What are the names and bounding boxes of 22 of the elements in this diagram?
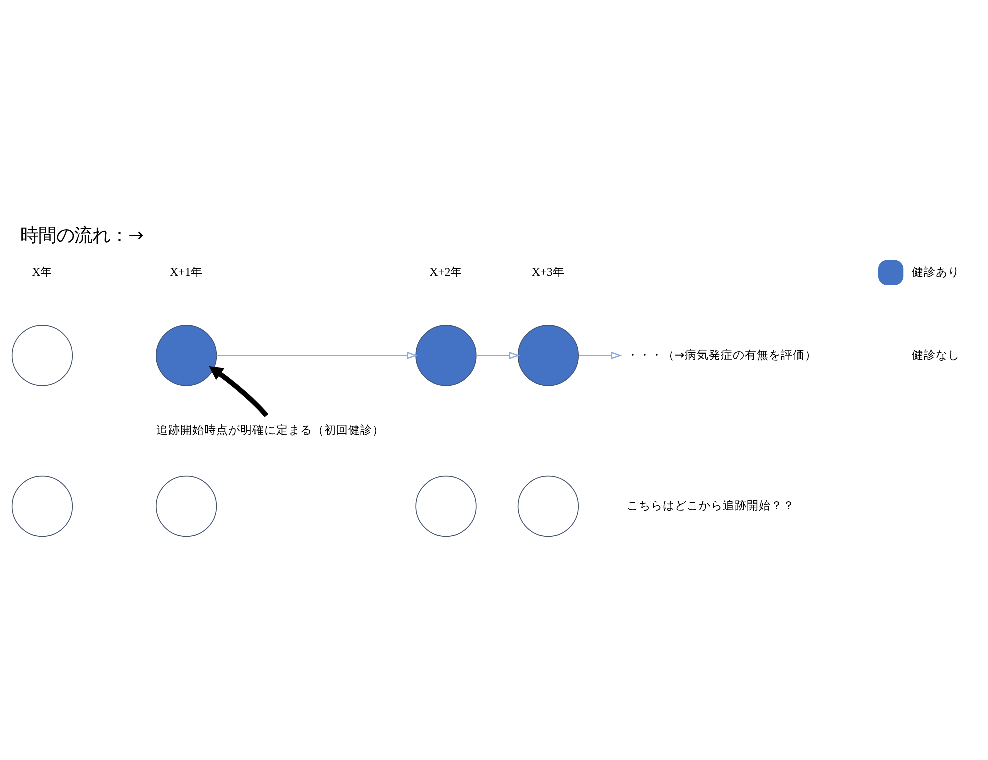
node-circle: [156, 476, 218, 538]
diagram-title: 時間の流れ：→: [20, 225, 144, 246]
node-circle: [12, 476, 74, 538]
legend-label: 健診なし: [912, 348, 960, 362]
label: こちらはどこから追跡開始？？: [626, 498, 795, 513]
node-circle: [12, 325, 74, 386]
node-text: 追跡開始時点が明確に定まる（初回健診）: [156, 423, 384, 438]
arrow: [476, 352, 520, 360]
node-circle: [416, 325, 477, 386]
label: X+2年: [430, 266, 463, 279]
arrow: [216, 352, 418, 360]
arrow: [578, 352, 622, 360]
node-text: ・・・（→病気発症の有無を評価）: [626, 348, 817, 362]
legend-label: 健診あり: [912, 264, 960, 279]
node-circle: [156, 325, 218, 386]
label: X+3年: [532, 266, 565, 279]
label: X年: [32, 266, 53, 279]
label: X+1年: [170, 266, 204, 279]
node-circle: [518, 325, 580, 386]
node-circle: [518, 476, 580, 538]
node-circle: [416, 476, 477, 538]
arrow: [209, 366, 269, 418]
